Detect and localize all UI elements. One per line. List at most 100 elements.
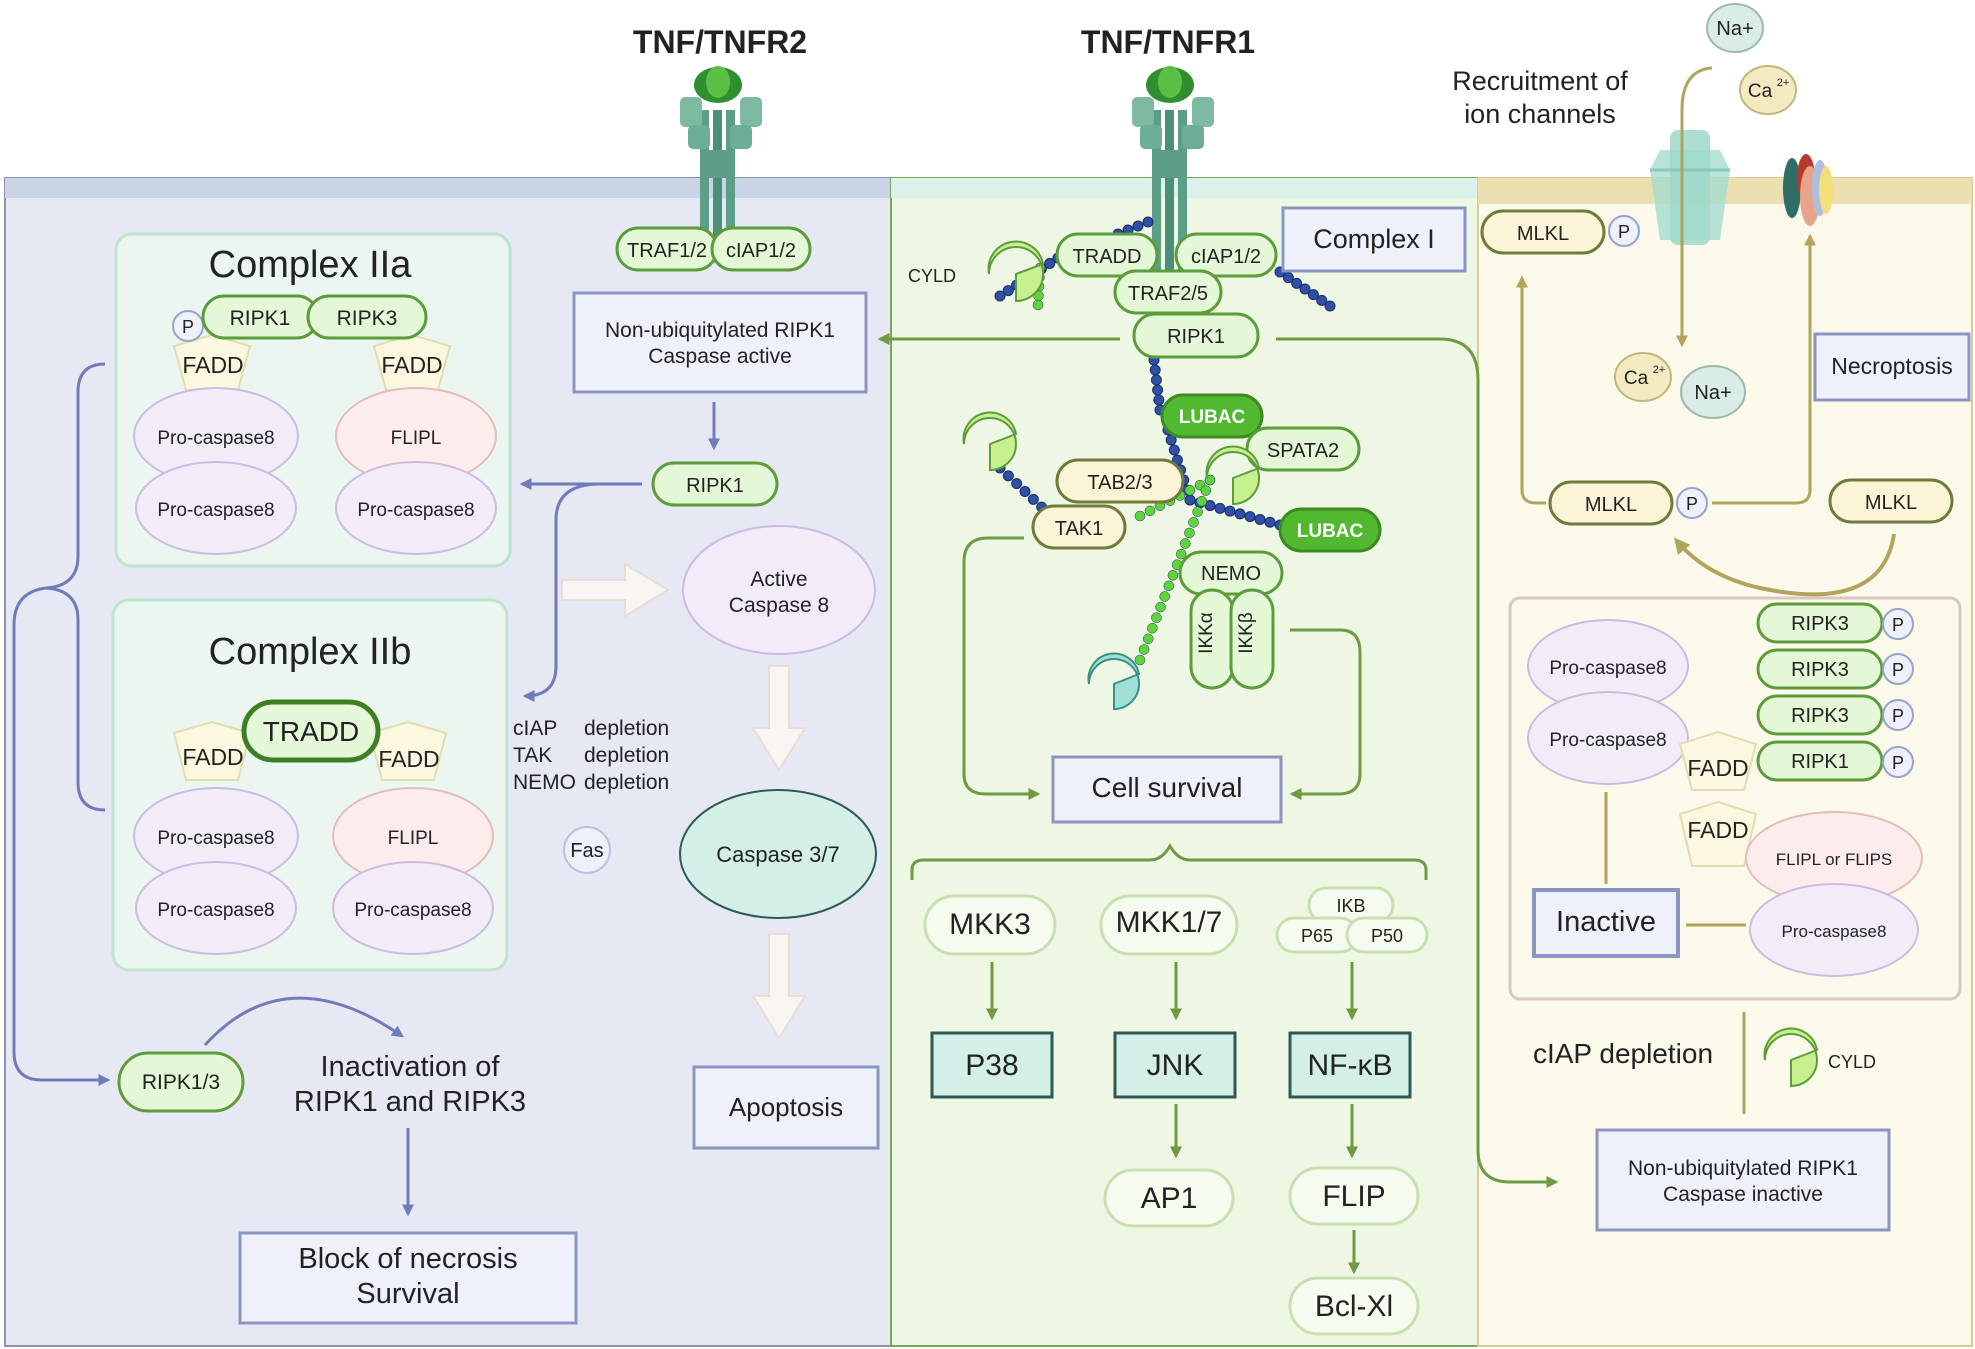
ripk1-mid xyxy=(1132,312,1260,359)
ciap12-mid-label: cIAP1/2 xyxy=(1191,246,1261,268)
ubiquitin-bead xyxy=(1132,220,1144,232)
ikkb-label: IKKβ xyxy=(1236,612,1257,654)
arrow-ikk-to-survival xyxy=(1289,628,1362,800)
procasp8-iia-b xyxy=(135,461,297,555)
active-casp8-line1: Active xyxy=(750,568,807,591)
procasp8-iia-a-label: Pro-caspase8 xyxy=(157,428,274,449)
block-line2: Survival xyxy=(356,1278,459,1310)
ubiquitin-bead xyxy=(1254,513,1266,525)
ubiquitin-bead xyxy=(1175,548,1187,560)
p-mlkl-top xyxy=(1608,215,1640,247)
tnfr1-receptor-icon xyxy=(1132,66,1214,270)
ciap12-left-label: cIAP1/2 xyxy=(726,240,796,262)
svg-text:Na+: Na+ xyxy=(1694,382,1731,404)
bclxl xyxy=(1288,1276,1420,1336)
ubiquitin-bead xyxy=(1142,216,1154,228)
ripk1-left-label: RIPK1 xyxy=(686,475,744,497)
p-ripk3-3-label: P xyxy=(1892,706,1904,726)
nemo-label: NEMO xyxy=(1201,563,1261,585)
complex-iia-title: Complex IIa xyxy=(209,244,413,286)
nfkb xyxy=(1288,1031,1412,1099)
ripk1-right-label: RIPK1 xyxy=(1791,751,1849,773)
nfkb-label: NF-κB xyxy=(1308,1049,1393,1082)
hollow-arrow-to-casp37 xyxy=(751,665,807,772)
active-casp8-line2: Caspase 8 xyxy=(729,594,829,617)
flipl-iib-label: FLIPL xyxy=(388,828,439,849)
fadd-iib-left-label: FADD xyxy=(182,744,243,770)
nemo-depletion-b: depletion xyxy=(584,771,669,794)
mkk3 xyxy=(923,894,1057,956)
lubac-bottom xyxy=(1278,507,1382,553)
ciap-depletion-a: cIAP xyxy=(513,717,557,740)
p38 xyxy=(930,1031,1054,1099)
procasp8-iib-b-label: Pro-caspase8 xyxy=(157,900,274,921)
ubiquitin-bead xyxy=(1159,591,1170,602)
tak-depletion-b: depletion xyxy=(584,744,669,767)
ripk1-mid-label: RIPK1 xyxy=(1167,326,1225,348)
fadd-iia-right-label: FADD xyxy=(381,352,442,378)
flipl-iia-label: FLIPL xyxy=(391,428,442,449)
ca-ion-bottom: Ca 2+ xyxy=(1614,352,1672,402)
ripk3-right-2-label: RIPK3 xyxy=(1791,659,1849,681)
fadd-right-a-label: FADD xyxy=(1687,755,1748,781)
casp37 xyxy=(679,789,877,919)
procasp8-iib-b xyxy=(135,861,297,955)
p-mlkl-mid-label: P xyxy=(1686,494,1698,514)
lubac-top xyxy=(1160,393,1264,439)
nemo-depletion-a: NEMO xyxy=(513,771,576,794)
necroptosis-box xyxy=(1813,332,1971,402)
ubiquitin-bead xyxy=(1234,508,1246,520)
inactive-box xyxy=(1532,888,1680,958)
p-mlkl-top-label: P xyxy=(1618,222,1630,242)
mlkl-right-label: MLKL xyxy=(1865,492,1917,514)
bclxl-label: Bcl-Xl xyxy=(1315,1290,1393,1323)
ubiquitin-bead xyxy=(1019,486,1031,497)
p50-label: P50 xyxy=(1371,926,1403,946)
ubiquitin-bead xyxy=(1002,285,1014,297)
curved-arrow-ripk13 xyxy=(203,996,404,1047)
spata2 xyxy=(1245,426,1361,472)
ikb-label: IKB xyxy=(1336,896,1365,916)
p-iia xyxy=(172,310,204,342)
p-mlkl-mid xyxy=(1676,487,1708,519)
procasp8-right-b-label: Pro-caspase8 xyxy=(1549,730,1666,751)
jnk xyxy=(1113,1031,1237,1099)
fas-label: Fas xyxy=(570,840,603,862)
ciap-depletion-b: depletion xyxy=(584,717,669,740)
ubiquitin-bead xyxy=(1134,654,1146,666)
flipl-or-flips-label: FLIPL or FLIPS xyxy=(1776,850,1893,869)
ubiquitin-bead xyxy=(1155,601,1166,613)
ikkb xyxy=(1229,588,1275,690)
ubiquitin-bead xyxy=(1002,470,1014,482)
lubac-top-label: LUBAC xyxy=(1179,407,1246,428)
ubiquitin-bead xyxy=(1200,485,1212,496)
left-membrane xyxy=(5,178,891,198)
fadd-right-b xyxy=(1678,800,1758,867)
arrow-ripk1-to-nonubiq-inactive xyxy=(1276,337,1559,1188)
p-ripk3-1 xyxy=(1882,608,1914,640)
tak1-label: TAK1 xyxy=(1055,518,1104,540)
traf12-left-label: TRAF1/2 xyxy=(627,240,707,262)
ripk13-node xyxy=(117,1051,245,1113)
ca-ion-top: Ca 2+ xyxy=(1739,65,1797,115)
tnfr2-receptor-icon xyxy=(680,66,762,255)
mkk17 xyxy=(1099,894,1239,956)
survival-bracket xyxy=(910,842,1428,880)
svg-text:Na+: Na+ xyxy=(1716,18,1753,40)
fas-node xyxy=(563,826,611,874)
tradd-iib xyxy=(241,699,381,763)
nonubiq-active-line2: Caspase active xyxy=(648,345,792,368)
cyld-right-icon xyxy=(1763,1027,1819,1088)
ripk13-label: RIPK1/3 xyxy=(142,1071,220,1094)
ubiquitin-bead xyxy=(1324,300,1336,312)
complex-i-box xyxy=(1281,206,1467,273)
ubiquitin-bead xyxy=(1011,478,1023,490)
ubiquitin-bead xyxy=(1282,272,1294,284)
cell-survival-box xyxy=(1051,755,1283,824)
complex-i-label: Complex I xyxy=(1313,224,1435,254)
left-bracket-arrow xyxy=(12,586,111,1086)
fadd-right-b-label: FADD xyxy=(1687,817,1748,843)
mlkl-top xyxy=(1480,209,1606,255)
p65-label: P65 xyxy=(1301,926,1333,946)
